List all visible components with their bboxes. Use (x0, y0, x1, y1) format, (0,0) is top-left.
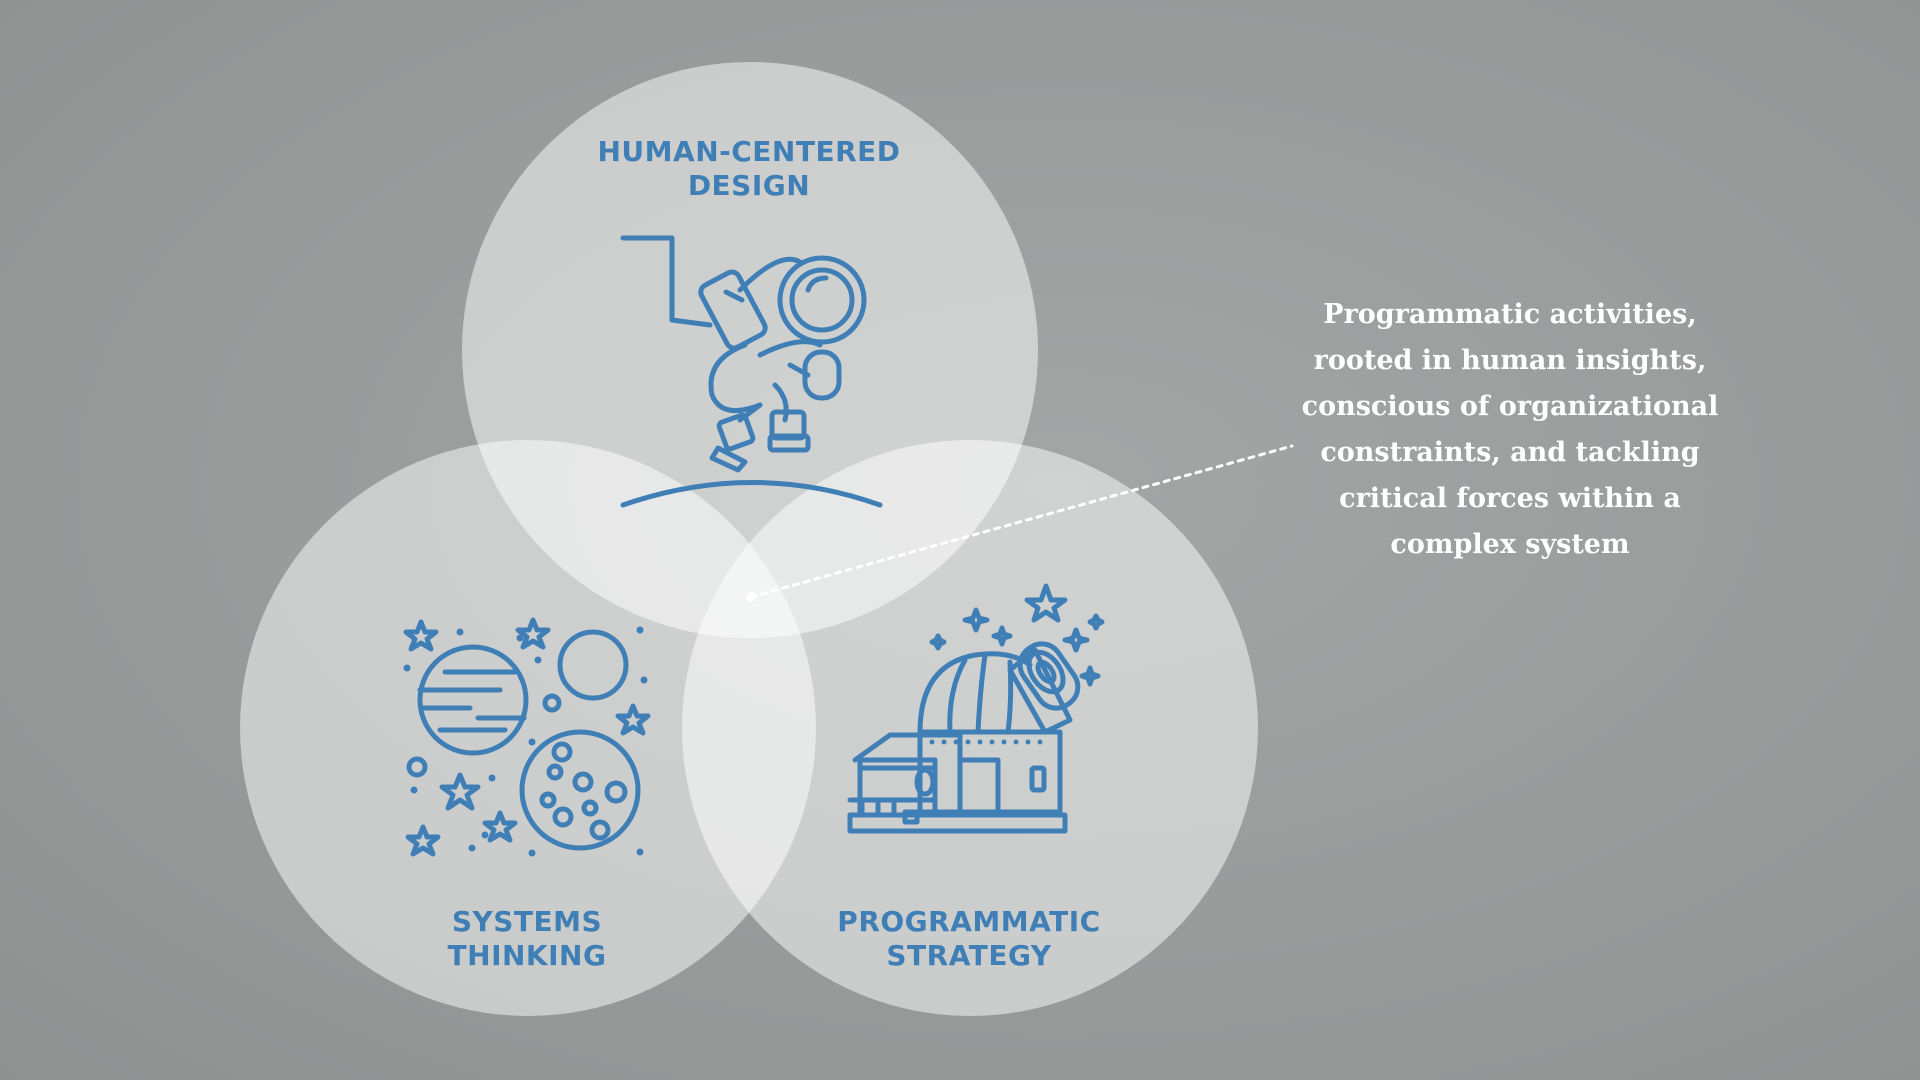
callout-connector-line (749, 444, 1294, 599)
intersection-dot (746, 592, 756, 602)
observatory-icon (847, 583, 1105, 834)
intersection-callout-text: Programmatic activities, rooted in human… (1301, 299, 1719, 560)
label-programmatic-strategy: PROGRAMMATIC STRATEGY (837, 905, 1101, 972)
circle-programmatic-strategy (682, 440, 1258, 1016)
astronaut-icon (620, 235, 883, 508)
planets-stars-icon (403, 617, 651, 857)
circle-systems-thinking (240, 440, 816, 1016)
label-systems-thinking: SYSTEMS THINKING (447, 905, 607, 972)
label-human-centered-design: HUMAN-CENTERED DESIGN (597, 135, 901, 202)
